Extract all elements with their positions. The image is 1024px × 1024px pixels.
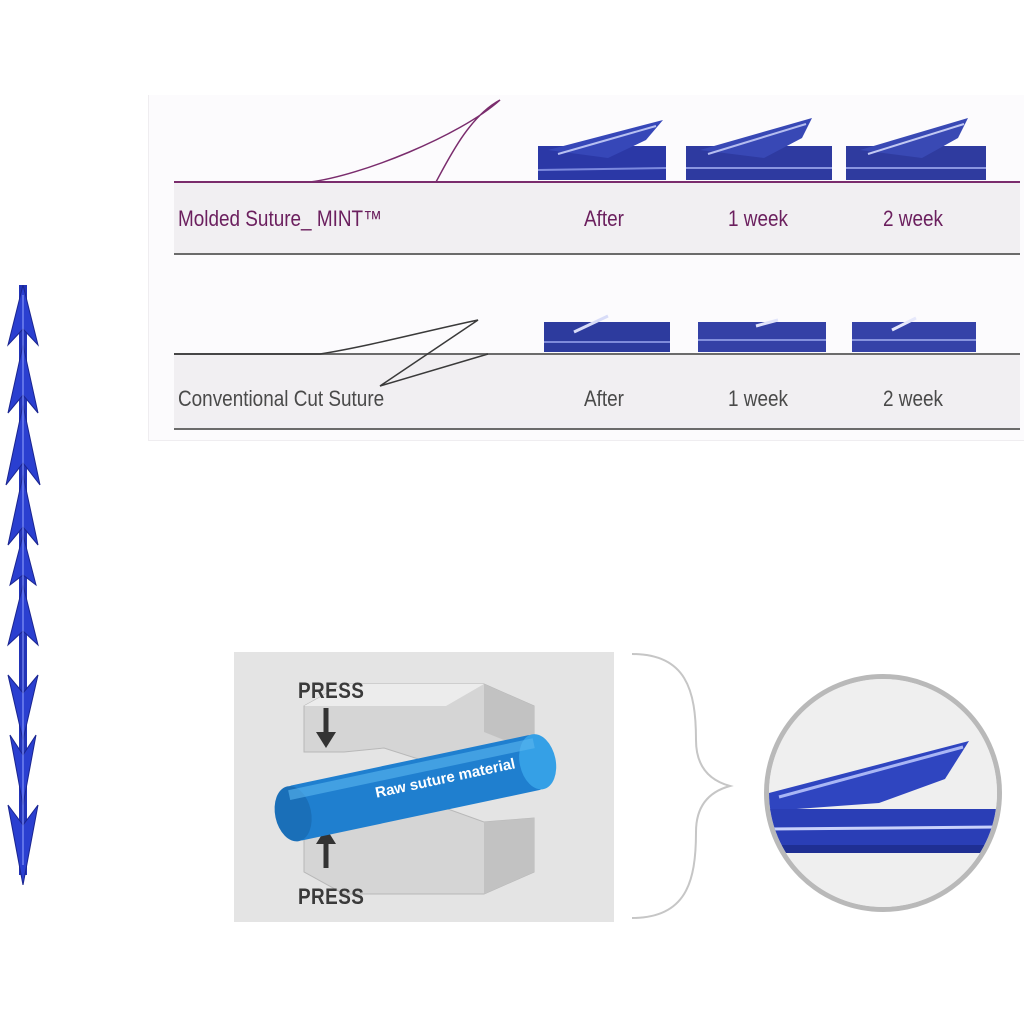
- molded-after-image: [538, 118, 666, 180]
- bracket-connector: [631, 653, 734, 919]
- molded-row-band: [174, 182, 1020, 254]
- molded-stage-2week: 2 week: [883, 206, 943, 231]
- molded-stage-after: After: [584, 206, 624, 231]
- molded-suture-label: Molded Suture_ MINT™: [178, 206, 382, 231]
- barbed-suture-strand: [5, 285, 41, 885]
- conventional-2week-image: [852, 316, 976, 352]
- conventional-row-band: [174, 354, 1020, 428]
- press-mold: [274, 683, 557, 895]
- molded-stage-1week: 1 week: [728, 206, 788, 231]
- press-top-label: PRESS: [298, 678, 365, 703]
- conventional-stage-2week: 2 week: [883, 386, 943, 411]
- conventional-after-image: [544, 312, 670, 352]
- conventional-stage-after: After: [584, 386, 624, 411]
- conventional-stage-1week: 1 week: [728, 386, 788, 411]
- molded-row-top-line: [174, 181, 1020, 183]
- conventional-1week-image: [698, 318, 826, 352]
- molded-barb-outline: [174, 99, 501, 183]
- molded-2week-image: [846, 116, 986, 180]
- zoomed-barb-view: [764, 674, 1002, 912]
- conventional-suture-label: Conventional Cut Suture: [178, 386, 385, 411]
- conventional-row-top-line: [174, 353, 1020, 355]
- press-diagram: PRESS PRESS Raw suture material: [234, 652, 614, 922]
- conventional-row-bottom-line: [174, 428, 1020, 430]
- conventional-barb-outline: [174, 319, 489, 387]
- molded-row-bottom-line: [174, 253, 1020, 255]
- molded-1week-image: [686, 116, 832, 180]
- press-bottom-label: PRESS: [298, 884, 365, 909]
